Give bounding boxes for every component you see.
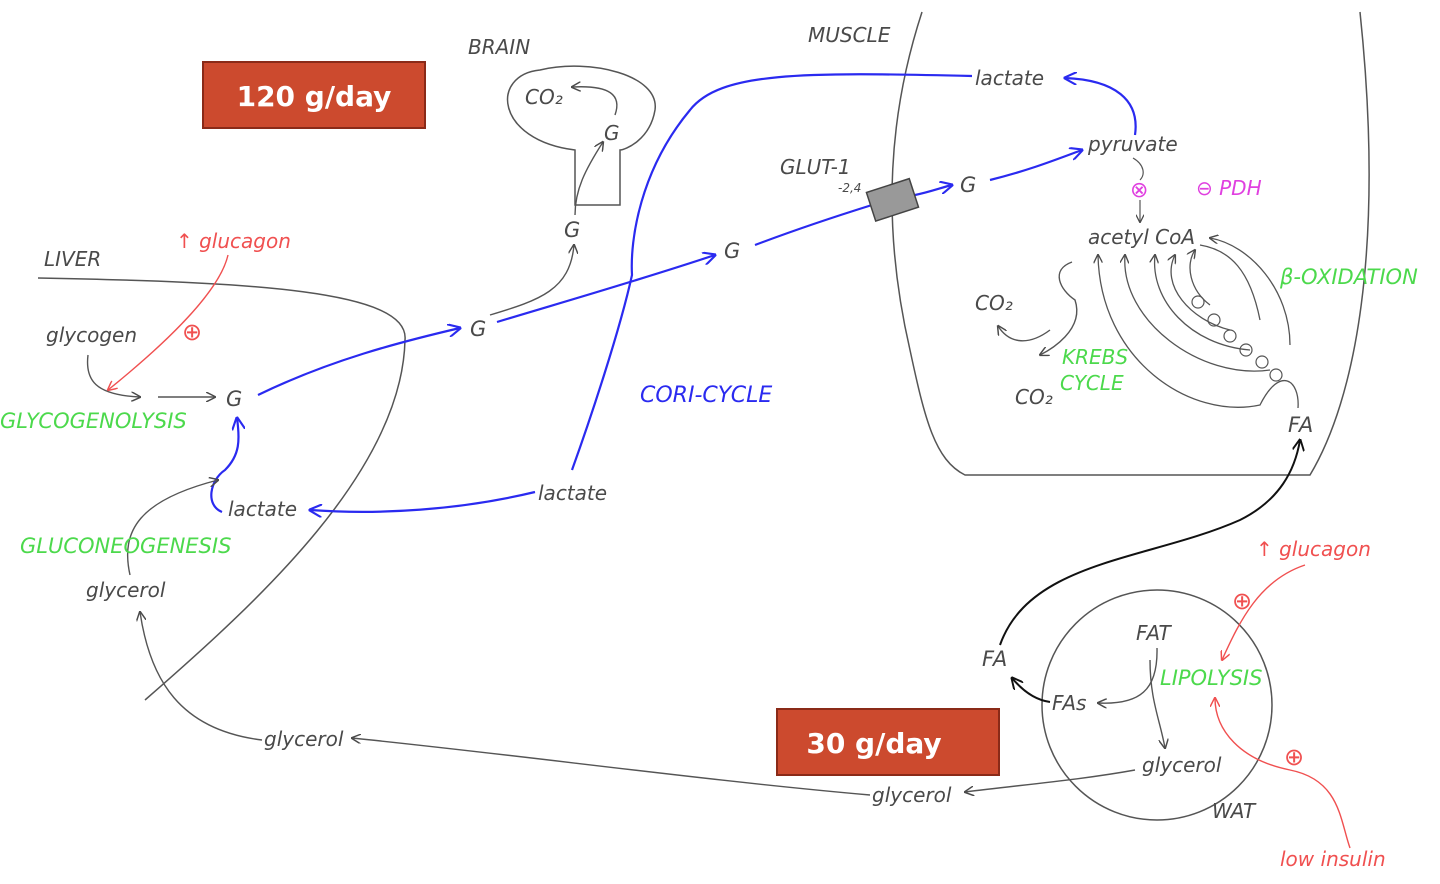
blood-g-to-brain-g-arrow xyxy=(489,245,574,316)
low-insulin: low insulin xyxy=(1280,847,1386,871)
blood-glucose-1: G xyxy=(470,317,486,341)
cori-path-lactate-to-liver xyxy=(310,490,536,512)
blood-glycerol-mid: glycerol xyxy=(872,783,952,807)
krebs-cycle-loop xyxy=(1040,261,1078,355)
beta-ox-arc-5 xyxy=(1190,250,1211,306)
glut-label: GLUT-1 xyxy=(780,155,851,179)
muscle-fa: FA xyxy=(1288,413,1313,437)
rate-box-30: 30 g/day xyxy=(776,708,1000,776)
liver-glycogen: glycogen xyxy=(46,323,137,347)
muscle-label: MUSCLE xyxy=(808,23,891,47)
liver-lactate: lactate xyxy=(228,497,297,521)
beta-ox-spiral-loops xyxy=(1191,295,1283,382)
brain-label: BRAIN xyxy=(468,35,530,59)
krebs-label: KREBS xyxy=(1062,345,1128,369)
wat-glucagon-arrow xyxy=(1222,564,1306,660)
fa-wat-to-muscle-path xyxy=(999,440,1300,646)
acetyl-coa: acetyl CoA xyxy=(1088,225,1195,249)
liver-glucagon: ↑ glucagon xyxy=(176,229,291,253)
wat-glucagon: ↑ glucagon xyxy=(1256,537,1371,561)
cori-path-liver-lactate-to-g xyxy=(210,418,238,514)
pdh-inhibit-icon: ⊗ xyxy=(1130,178,1148,203)
muscle-lactate: lactate xyxy=(975,66,1044,90)
blood-fa: FA xyxy=(982,647,1007,671)
brain-outline xyxy=(506,65,656,206)
cori-path-pyruvate-to-lactate xyxy=(1065,78,1137,136)
wat-outline xyxy=(1041,589,1273,821)
wat-fat: FAT xyxy=(1136,621,1173,645)
rate-box-120-label: 120 g/day xyxy=(237,80,392,113)
liver-outline xyxy=(37,277,406,701)
beta-ox-arc-4 xyxy=(1171,255,1231,331)
glycogen-to-g-arrow xyxy=(86,354,140,397)
cori-path-g2-to-glut xyxy=(754,203,873,247)
brain-glucose: G xyxy=(604,121,620,145)
wat-glycerol: glycerol xyxy=(1142,753,1222,777)
beta-ox-arc-3 xyxy=(1155,255,1251,351)
cycle-label: CYCLE xyxy=(1060,371,1124,395)
pdh-label: ⊖ PDH xyxy=(1196,176,1262,200)
cori-path-g-to-pyruvate xyxy=(989,150,1082,182)
cori-path-liver-g-to-g xyxy=(257,328,460,396)
brain-in-glucose: G xyxy=(564,218,580,242)
rate-box-120: 120 g/day xyxy=(202,61,426,129)
muscle-outline xyxy=(891,11,1370,476)
liver-plus-icon: ⊕ xyxy=(182,318,202,346)
fas-to-fa-arrow xyxy=(1012,678,1051,703)
blood-glucose-2: G xyxy=(724,239,740,263)
liver-glycerol: glycerol xyxy=(86,578,166,602)
muscle-pyruvate: pyruvate xyxy=(1087,132,1178,156)
cori-path-g-to-g2 xyxy=(496,255,715,324)
blood-glycerol-left: glycerol xyxy=(264,727,344,751)
beta-oxidation-label: β-OXIDATION xyxy=(1279,265,1418,289)
wat-label: WAT xyxy=(1212,799,1257,823)
wat-plus-icon-top: ⊕ xyxy=(1232,587,1252,615)
wat-lipolysis: LIPOLYSIS xyxy=(1160,666,1262,690)
beta-ox-outer-arc xyxy=(1098,255,1299,409)
wat-glycerol-to-blood-glycerol-arrow xyxy=(965,769,1136,792)
glycerol-to-liver-glycerol-arrow xyxy=(140,612,263,741)
brain-co2: CO₂ xyxy=(525,85,563,109)
wat-fas: FAs xyxy=(1052,691,1086,715)
pyruvate-to-acetylcoa-arrow xyxy=(1132,157,1144,181)
glut-sub-label: -2,4 xyxy=(838,181,861,195)
glut-transporter xyxy=(865,177,920,223)
wat-plus-icon-bottom: ⊕ xyxy=(1284,743,1304,771)
brain-g-to-co2-arrow xyxy=(572,87,618,116)
liver-glucagon-arrow xyxy=(108,254,229,390)
muscle-co2-upper: CO₂ xyxy=(975,291,1013,315)
beta-ox-arc-2 xyxy=(1125,255,1271,372)
fat-to-fas-arrow xyxy=(1098,647,1158,703)
blood-glycerol-to-glycerol-arrow xyxy=(352,738,871,796)
liver-glucose: G xyxy=(226,387,242,411)
fat-to-glycerol-arrow xyxy=(1149,659,1165,748)
low-insulin-arrow xyxy=(1215,698,1351,849)
krebs-to-co2-arrow xyxy=(998,326,1051,342)
cori-path-glut-to-g xyxy=(914,185,952,197)
brain-g-to-g-arrow xyxy=(574,142,603,216)
beta-ox-arc-7 xyxy=(1199,244,1261,321)
liver-glycogenolysis: GLYCOGENOLYSIS xyxy=(0,409,187,433)
blood-lactate: lactate xyxy=(538,481,607,505)
liver-gluconeogenesis: GLUCONEOGENESIS xyxy=(20,534,231,558)
glycerol-to-liver-lactate-arrow xyxy=(126,480,218,576)
cori-path-muscle-lactate-to-blood xyxy=(570,73,973,471)
muscle-glucose: G xyxy=(960,173,976,197)
muscle-co2-lower: CO₂ xyxy=(1015,385,1053,409)
rate-box-30-label: 30 g/day xyxy=(806,727,941,760)
beta-ox-arc-6 xyxy=(1210,238,1291,346)
liver-label: LIVER xyxy=(44,247,101,271)
cori-cycle-label: CORI-CYCLE xyxy=(640,383,772,408)
